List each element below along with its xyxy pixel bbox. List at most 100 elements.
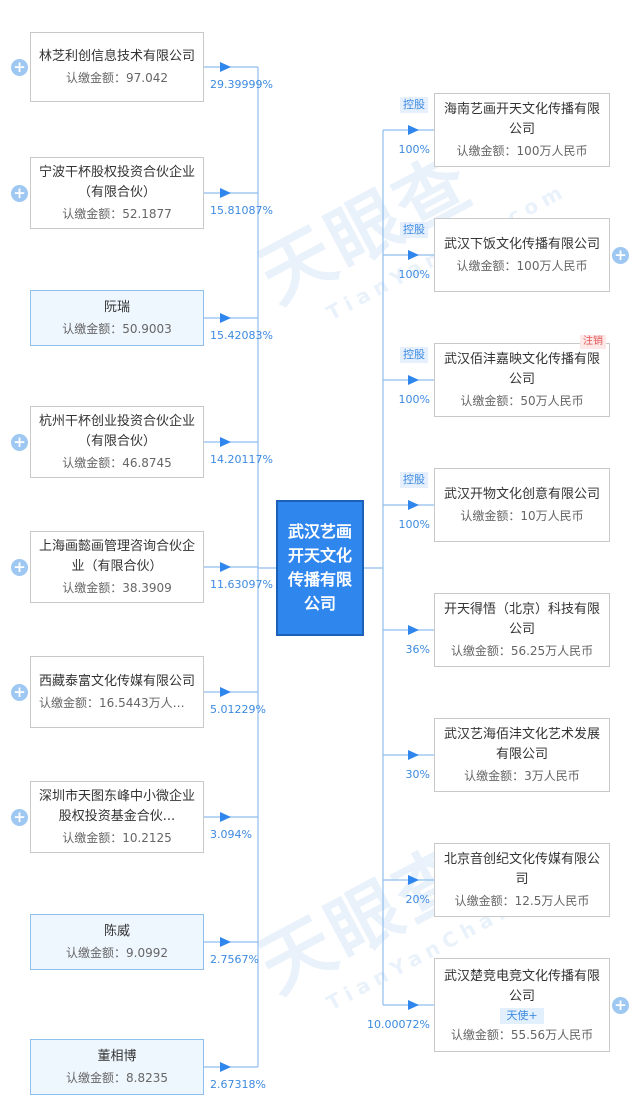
investment-name: 武汉下饭文化传播有限公司 (443, 237, 600, 252)
shareholder-name: 宁波干杯股权投资合伙企业（有限合伙） (39, 165, 196, 200)
shareholder-name: 深圳市天图东峰中小微企业股权投资基金合伙... (39, 789, 196, 824)
investment-company-card[interactable]: 开天得悟（北京）科技有限公司认缴金额：56.25万人民币 (434, 593, 610, 667)
plus-circle-icon[interactable]: + (11, 684, 28, 701)
shareholding-percent: 29.39999% (210, 78, 273, 91)
control-badge: 控股 (400, 347, 428, 363)
investment-percent: 100% (398, 268, 430, 281)
investment-percent: 36% (405, 643, 430, 656)
plus-circle-icon[interactable]: + (11, 59, 28, 76)
arrow-right-icon (220, 313, 231, 323)
investment-name: 海南艺画开天文化传播有限公司 (443, 102, 600, 137)
investment-name: 开天得悟（北京）科技有限公司 (443, 602, 600, 637)
shareholder-amount: 认缴金额：97.042 (66, 71, 168, 85)
investment-percent: 100% (398, 393, 430, 406)
investment-amount: 认缴金额：3万人民币 (464, 769, 580, 783)
investment-company-card[interactable]: 武汉下饭文化传播有限公司认缴金额：100万人民币 (434, 218, 610, 292)
investment-company-card[interactable]: 武汉开物文化创意有限公司认缴金额：10万人民币 (434, 468, 610, 542)
investment-percent: 100% (398, 518, 430, 531)
investment-company-card[interactable]: 武汉佰沣嘉映文化传播有限公司认缴金额：50万人民币 (434, 343, 610, 417)
investment-company-card[interactable]: 武汉艺海佰沣文化艺术发展有限公司认缴金额：3万人民币 (434, 718, 610, 792)
shareholder-company-card[interactable]: 深圳市天图东峰中小微企业股权投资基金合伙... 认缴金额：10.2125 (30, 781, 204, 853)
shareholder-company-card[interactable]: 杭州干杯创业投资合伙企业（有限合伙）认缴金额：46.8745 (30, 406, 204, 478)
shareholder-person-card[interactable]: 阮瑞认缴金额：50.9003 (30, 290, 204, 346)
investment-amount: 认缴金额：100万人民币 (456, 144, 588, 158)
shareholding-percent: 5.01229% (210, 703, 266, 716)
shareholding-percent: 14.20117% (210, 453, 273, 466)
arrow-right-icon (220, 562, 231, 572)
arrow-right-icon (220, 62, 231, 72)
shareholder-company-card[interactable]: 林芝利创信息技术有限公司认缴金额：97.042 (30, 32, 204, 102)
investment-name: 武汉佰沣嘉映文化传播有限公司 (443, 352, 600, 387)
investment-name: 北京音创纪文化传媒有限公司 (443, 852, 600, 887)
investment-amount: 认缴金额：100万人民币 (456, 259, 588, 273)
shareholder-amount: 认缴金额：50.9003 (62, 322, 172, 336)
investment-amount: 认缴金额：56.25万人民币 (450, 644, 594, 658)
arrow-right-icon (220, 1062, 231, 1072)
control-badge: 控股 (400, 472, 428, 488)
arrow-right-icon (220, 812, 231, 822)
plus-circle-icon[interactable]: + (11, 185, 28, 202)
investment-amount: 认缴金额：50万人民币 (460, 394, 584, 408)
shareholder-amount: 认缴金额：8.8235 (66, 1071, 168, 1085)
shareholder-company-card[interactable]: 上海画懿画管理咨询合伙企业（有限合伙） 认缴金额：38.3909 (30, 531, 204, 603)
shareholding-percent: 2.67318% (210, 1078, 266, 1091)
investment-amount: 认缴金额：10万人民币 (460, 509, 584, 523)
plus-circle-icon[interactable]: + (11, 434, 28, 451)
investment-name: 武汉楚竞电竞文化传播有限公司 (443, 968, 600, 1004)
status-badge-cancelled: 注销 (580, 335, 606, 349)
shareholder-person-card[interactable]: 董相博认缴金额：8.8235 (30, 1039, 204, 1095)
shareholder-amount: 认缴金额：16.5443万人民... (39, 696, 195, 710)
shareholder-amount: 认缴金额：9.0992 (66, 946, 168, 960)
arrow-right-icon (220, 687, 231, 697)
investment-company-card[interactable]: 北京音创纪文化传媒有限公司认缴金额：12.5万人民币 (434, 843, 610, 917)
arrow-right-icon (408, 875, 419, 885)
shareholder-company-card[interactable]: 西藏泰富文化传媒有限公司认缴金额：16.5443万人民... (30, 656, 204, 728)
arrow-right-icon (220, 188, 231, 198)
shareholder-person-card[interactable]: 陈威认缴金额：9.0992 (30, 914, 204, 970)
shareholder-amount: 认缴金额：38.3909 (62, 581, 172, 595)
arrow-right-icon (220, 437, 231, 447)
investment-name: 武汉开物文化创意有限公司 (443, 487, 600, 502)
financing-round-badge: 天使+ (500, 1007, 544, 1024)
shareholder-company-card[interactable]: 宁波干杯股权投资合伙企业（有限合伙） 认缴金额：52.1877 (30, 157, 204, 229)
investment-percent: 100% (398, 143, 430, 156)
shareholding-percent: 15.81087% (210, 204, 273, 217)
shareholding-percent: 15.42083% (210, 329, 273, 342)
shareholder-name: 杭州干杯创业投资合伙企业（有限合伙） (39, 414, 196, 449)
shareholder-name: 阮瑞 (103, 300, 130, 315)
investment-company-card[interactable]: 武汉楚竞电竞文化传播有限公司天使+ 认缴金额：55.56万人民币 (434, 958, 610, 1052)
shareholding-percent: 3.094% (210, 828, 252, 841)
control-badge: 控股 (400, 222, 428, 238)
arrow-right-icon (220, 937, 231, 947)
arrow-right-icon (408, 750, 419, 760)
arrow-right-icon (408, 625, 419, 635)
shareholder-name: 上海画懿画管理咨询合伙企业（有限合伙） (39, 539, 196, 574)
plus-circle-icon[interactable]: + (612, 997, 629, 1014)
shareholder-amount: 认缴金额：52.1877 (62, 207, 172, 221)
shareholding-percent: 2.7567% (210, 953, 259, 966)
investment-amount: 认缴金额：55.56万人民币 (450, 1027, 594, 1042)
investment-name: 武汉艺海佰沣文化艺术发展有限公司 (443, 727, 600, 762)
investment-amount: 认缴金额：12.5万人民币 (454, 894, 590, 908)
shareholder-name: 董相博 (97, 1049, 137, 1064)
shareholder-name: 陈威 (103, 924, 130, 939)
shareholding-percent: 11.63097% (210, 578, 273, 591)
plus-circle-icon[interactable]: + (612, 247, 629, 264)
center-company-name: 武汉艺画开天文化传播有限公司 (287, 522, 352, 613)
arrow-right-icon (408, 500, 419, 510)
arrow-right-icon (408, 375, 419, 385)
investment-percent: 30% (405, 768, 430, 781)
investment-percent: 20% (405, 893, 430, 906)
control-badge: 控股 (400, 97, 428, 113)
arrow-right-icon (408, 125, 419, 135)
shareholder-amount: 认缴金额：10.2125 (62, 831, 172, 845)
plus-circle-icon[interactable]: + (11, 809, 28, 826)
investment-percent: 10.00072% (367, 1018, 430, 1031)
center-company[interactable]: 武汉艺画开天文化传播有限公司 (276, 500, 364, 636)
arrow-right-icon (408, 250, 419, 260)
investment-company-card[interactable]: 海南艺画开天文化传播有限公司认缴金额：100万人民币 (434, 93, 610, 167)
shareholder-name: 林芝利创信息技术有限公司 (39, 49, 196, 64)
plus-circle-icon[interactable]: + (11, 559, 28, 576)
shareholder-name: 西藏泰富文化传媒有限公司 (39, 674, 196, 689)
